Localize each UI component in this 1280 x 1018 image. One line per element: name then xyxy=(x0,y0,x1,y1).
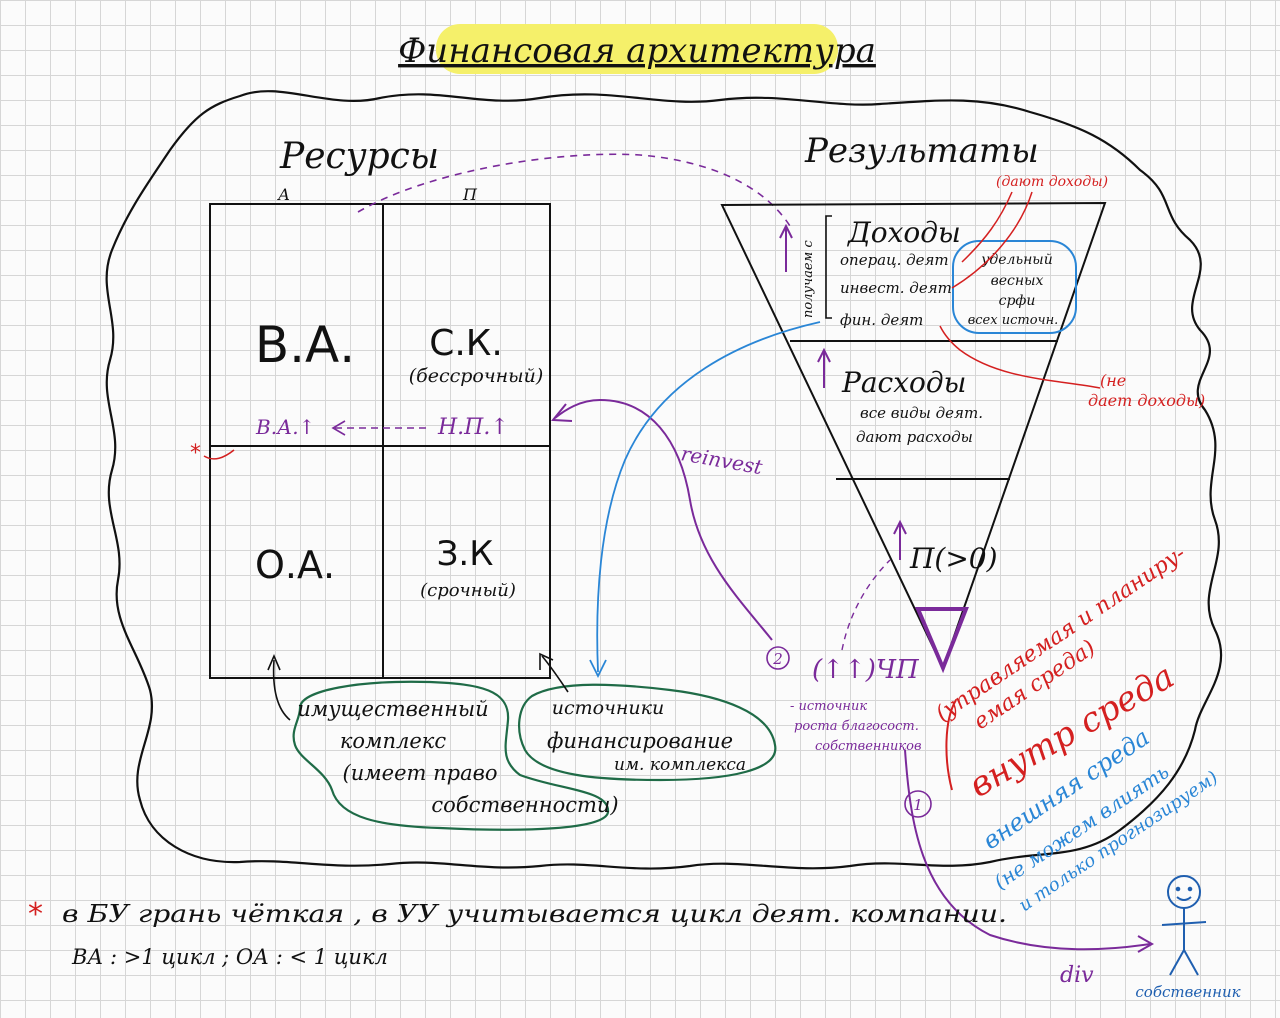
borrowed-capital-label: З.К xyxy=(437,534,494,574)
title-highlight xyxy=(436,24,838,74)
property-line-1: имущественный xyxy=(297,697,488,721)
np-desc-1: - источник xyxy=(790,699,867,714)
property-complex-box xyxy=(292,680,610,831)
np-dashed-link xyxy=(841,559,891,651)
net-profit-label: (↑↑)ЧП xyxy=(812,655,920,685)
income-up-arrowhead xyxy=(779,223,793,239)
expenses-up-arrowhead xyxy=(817,347,831,363)
profit-tip-triangle xyxy=(914,607,969,674)
reinvest-arrowhead xyxy=(550,403,573,422)
current-assets-label: О.А. xyxy=(255,543,335,587)
va-up-label: В.А.↑ xyxy=(255,415,315,439)
cloud-boundary xyxy=(105,90,1223,870)
purple-dashed-arc xyxy=(357,153,791,227)
np-desc-2: роста благосост. xyxy=(794,719,919,734)
step-1-label: 1 xyxy=(913,796,923,814)
dividend-arrowhead xyxy=(1137,935,1155,953)
internal-env-bracket xyxy=(945,699,957,791)
sources-arrow xyxy=(541,655,569,693)
step-2-circle xyxy=(766,646,790,670)
profit-label: П(>0) xyxy=(909,542,998,575)
assets-column-label: А xyxy=(277,185,290,204)
expenses-note-2: дают расходы xyxy=(856,428,973,446)
footer-line-1: в БУ грань чёткая , в УУ учитывается цик… xyxy=(62,900,1007,928)
results-heading: Результаты xyxy=(804,131,1039,171)
gives-income-arrow-1 xyxy=(961,191,1013,263)
financing-arrow xyxy=(596,321,821,673)
income-title: Доходы xyxy=(846,216,961,249)
np-desc-3: собственников xyxy=(815,739,922,754)
gives-income-note: (дают доходы) xyxy=(996,174,1108,190)
property-line-3: (имеет право xyxy=(343,761,498,785)
equity-label: С.К. xyxy=(429,323,503,364)
property-line-2: комплекс xyxy=(340,729,446,753)
financing-arrowhead xyxy=(589,659,607,679)
footer-asterisk: * xyxy=(28,897,43,932)
property-arrowhead xyxy=(267,653,281,671)
income-item-investing: инвест. деят xyxy=(840,279,952,297)
income-share-line-3: срфи xyxy=(999,293,1036,309)
sources-line-1: источники xyxy=(552,697,665,719)
results-triangle xyxy=(720,201,1107,671)
liabilities-column-label: П xyxy=(462,185,478,204)
equity-note: (бессрочный) xyxy=(409,365,544,387)
dividend-arrow xyxy=(904,749,1151,951)
income-share-line-1: удельный xyxy=(980,252,1052,268)
income-side-label: получаем с xyxy=(801,240,816,318)
np-up-label: Н.П.↑ xyxy=(437,415,509,440)
step-2-label: 2 xyxy=(772,650,783,668)
resources-heading: Ресурсы xyxy=(279,136,439,177)
owner-label: собственник xyxy=(1135,983,1240,1001)
dividend-label: div xyxy=(1060,963,1094,988)
owner-figure xyxy=(1161,875,1207,976)
balance-sheet-grid xyxy=(209,203,551,679)
profit-up-arrowhead xyxy=(893,519,907,535)
gives-income-arrow-2 xyxy=(951,191,1033,289)
asterisk-pointer-arrow xyxy=(203,449,235,460)
income-share-line-2: весных xyxy=(991,273,1044,289)
sources-line-3: им. комплекса xyxy=(614,755,746,775)
sources-arrowhead xyxy=(539,652,554,670)
income-share-line-4: всех источн. xyxy=(968,313,1059,328)
asterisk-marker: * xyxy=(190,441,201,466)
no-income-note-2: дает доходы) xyxy=(1088,391,1205,410)
income-bracket xyxy=(825,215,832,319)
non-current-assets-label: В.А. xyxy=(255,316,355,374)
no-income-arrow xyxy=(939,325,1101,389)
property-line-4: собственности) xyxy=(431,793,618,817)
footer-line-2: ВА : >1 цикл ; ОА : < 1 цикл xyxy=(71,945,388,969)
income-item-financing: фин. деят xyxy=(840,311,923,329)
no-income-note-1: (не xyxy=(1100,371,1126,390)
step-1-circle xyxy=(904,790,932,818)
reinvest-arrow xyxy=(554,398,773,641)
reinvest-label: reinvest xyxy=(679,441,765,479)
financing-sources-box xyxy=(518,683,777,782)
income-item-operating: операц. деят xyxy=(840,251,949,269)
sources-line-2: финансирование xyxy=(547,729,733,753)
borrowed-capital-note: (срочный) xyxy=(420,580,516,601)
property-arrow xyxy=(272,659,291,721)
expenses-title: Расходы xyxy=(841,366,966,399)
va-np-arrowhead xyxy=(331,420,346,436)
page-title: Финансовая архитектура xyxy=(398,31,876,71)
expenses-note-1: все виды деят. xyxy=(860,404,983,422)
